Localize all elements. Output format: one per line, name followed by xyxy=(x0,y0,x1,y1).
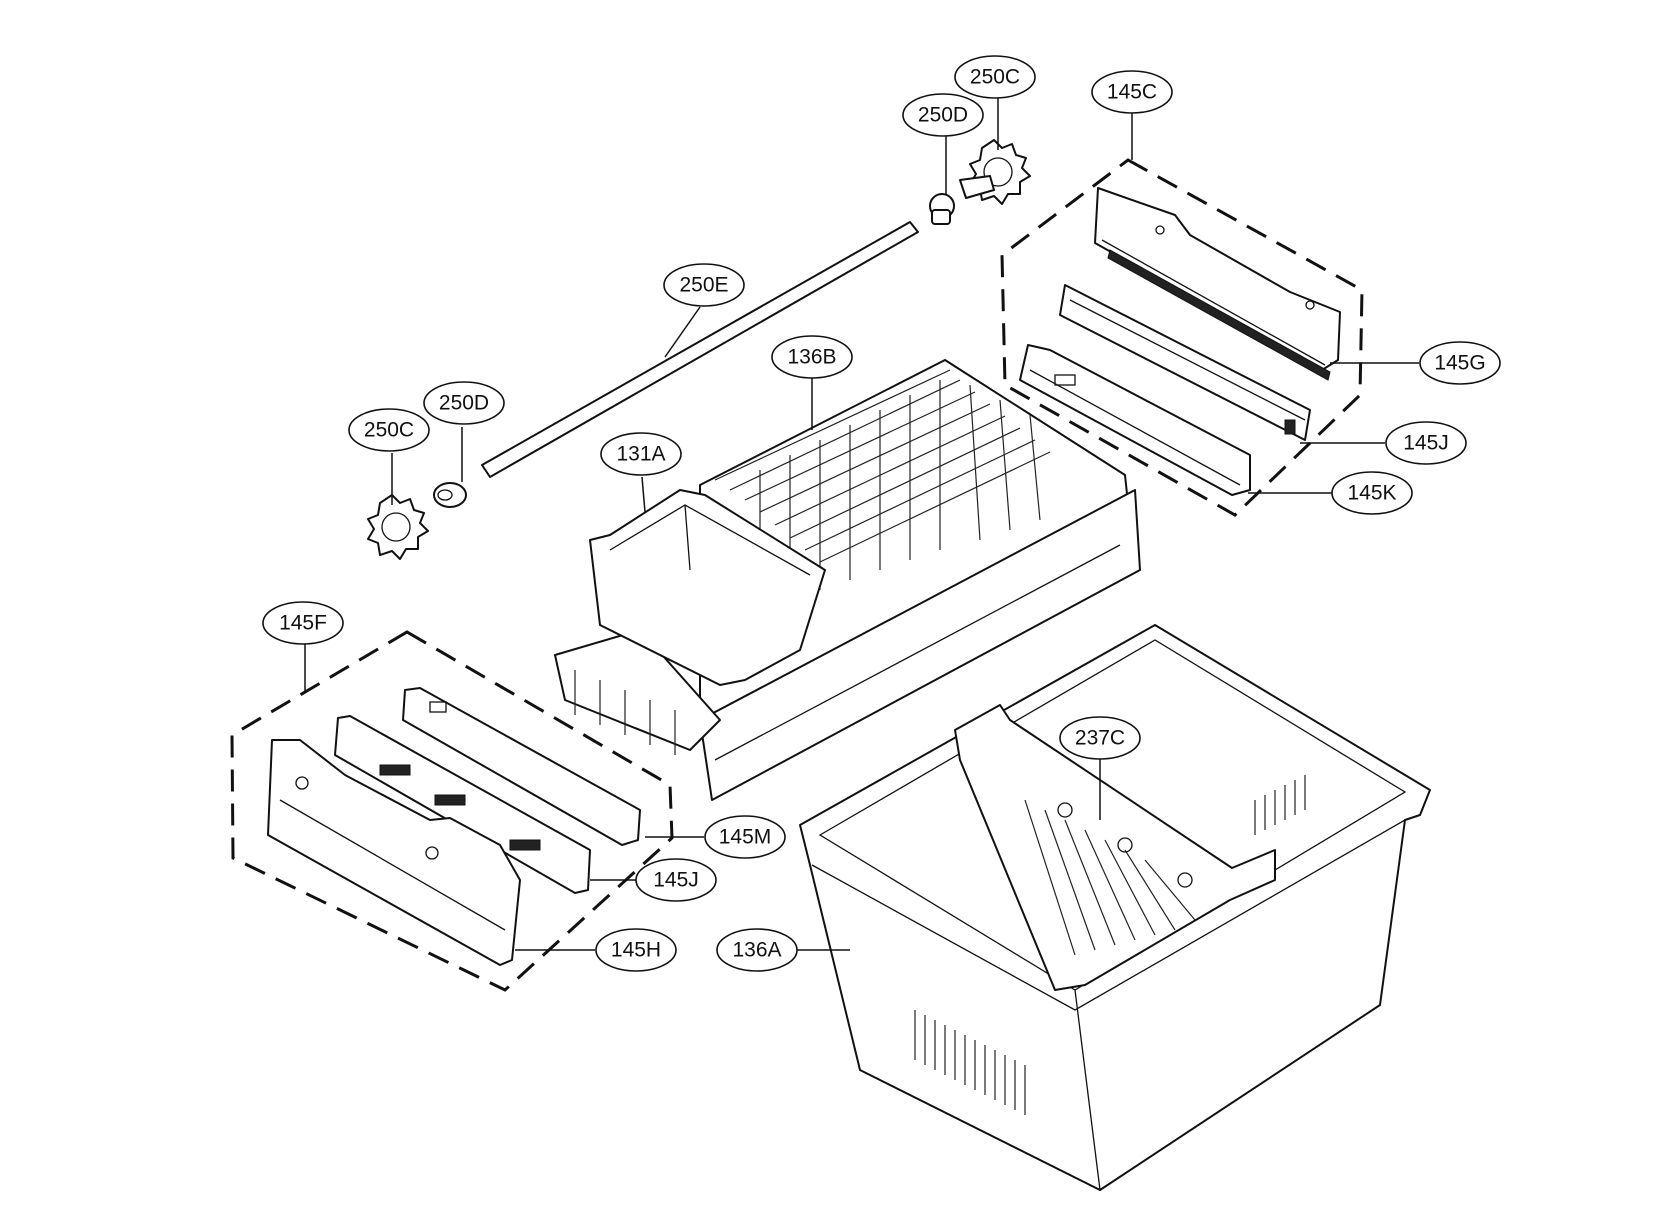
part-250D-cap-top xyxy=(929,193,955,225)
part-136B-wire-basket xyxy=(699,359,1141,801)
part-131A-bin xyxy=(589,489,826,686)
callout-131A: 131A xyxy=(600,432,682,476)
svg-text:145K: 145K xyxy=(1347,482,1396,505)
part-145J-slide xyxy=(1059,284,1311,441)
callout-145G: 145G xyxy=(1419,341,1501,385)
callout-145F: 145F xyxy=(262,601,344,645)
assembly-145C xyxy=(1000,158,1364,517)
part-250E-rod xyxy=(481,221,919,478)
svg-text:250E: 250E xyxy=(679,274,728,297)
callout-145K: 145K xyxy=(1331,471,1413,515)
svg-text:145J: 145J xyxy=(1403,432,1449,455)
callout-145M: 145M xyxy=(704,815,786,859)
leader-lines xyxy=(304,98,1419,951)
callout-250D-top: 250D xyxy=(902,93,984,137)
part-145G-rail-plate xyxy=(1094,187,1341,381)
callout-145J-left: 145J xyxy=(635,858,717,902)
svg-text:145H: 145H xyxy=(611,939,661,962)
svg-text:145J: 145J xyxy=(653,869,699,892)
callout-250E: 250E xyxy=(663,263,745,307)
callout-250D-left: 250D xyxy=(423,381,505,425)
part-145J-slide-left xyxy=(334,715,591,894)
svg-text:250C: 250C xyxy=(364,419,414,442)
svg-text:136A: 136A xyxy=(732,939,781,962)
part-250D-cap-left xyxy=(433,482,467,508)
callout-145J-right: 145J xyxy=(1385,421,1467,465)
callout-237C: 237C xyxy=(1059,716,1141,760)
callout-136A: 136A xyxy=(716,928,798,972)
part-250C-gear-top xyxy=(959,139,1031,205)
assembly-145F-boundary xyxy=(230,630,674,992)
assembly-145C-boundary xyxy=(1000,158,1364,517)
svg-text:136B: 136B xyxy=(787,346,836,369)
part-250C-gear-left xyxy=(367,494,429,560)
svg-text:145M: 145M xyxy=(719,826,772,849)
svg-text:250D: 250D xyxy=(918,104,968,127)
callout-250C-left: 250C xyxy=(348,408,430,452)
svg-text:237C: 237C xyxy=(1075,727,1125,750)
part-145K-cover xyxy=(1019,344,1251,496)
svg-text:145G: 145G xyxy=(1434,352,1485,375)
callout-145C: 145C xyxy=(1091,70,1173,114)
assembly-145F xyxy=(230,630,674,992)
callout-145H: 145H xyxy=(595,928,677,972)
part-145M-cover xyxy=(402,687,641,846)
callout-250C-top: 250C xyxy=(954,55,1036,99)
svg-text:145F: 145F xyxy=(279,612,327,635)
svg-text:145C: 145C xyxy=(1107,81,1157,104)
svg-text:250C: 250C xyxy=(970,66,1020,89)
part-145H-rail-plate xyxy=(267,739,521,966)
svg-text:250D: 250D xyxy=(439,392,489,415)
svg-text:131A: 131A xyxy=(616,443,665,466)
part-237C-divider xyxy=(954,704,1276,991)
callout-136B: 136B xyxy=(771,335,853,379)
